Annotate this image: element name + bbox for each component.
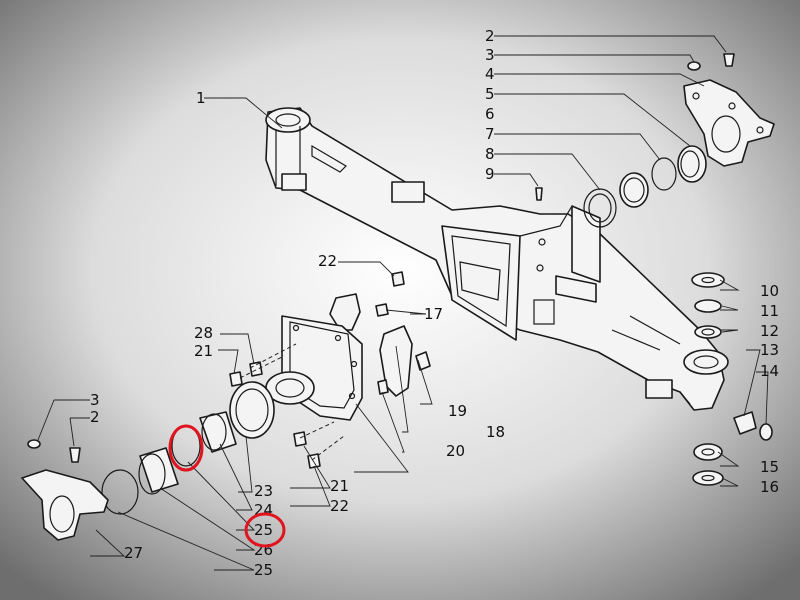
- callout-10: 10: [760, 282, 779, 300]
- right-side-parts: [691, 272, 773, 486]
- callout-8: 8: [485, 145, 495, 163]
- washer-3: [687, 61, 701, 71]
- seal-15: [693, 443, 723, 461]
- highlight-circle-label: [244, 512, 286, 548]
- callout-25: 25: [254, 521, 273, 539]
- callout-2: 2: [485, 27, 495, 45]
- seal-8: [583, 188, 617, 228]
- seal-14: [759, 423, 773, 441]
- callout-16: 16: [760, 478, 779, 496]
- bearing-24: [199, 411, 237, 453]
- callout-28: 28: [194, 324, 213, 342]
- plug-9: [535, 187, 543, 201]
- bushing-5: [677, 145, 707, 183]
- callout-21: 21: [194, 342, 213, 360]
- pin-17: [375, 303, 389, 317]
- bracket-4: [683, 79, 775, 167]
- washer-28: [249, 361, 263, 377]
- shim-11: [694, 299, 722, 313]
- callout-13: 13: [760, 341, 779, 359]
- bolt-2: [723, 53, 735, 67]
- callout-3-lower: 3: [90, 391, 100, 409]
- upper-right-parts: [535, 53, 775, 228]
- callout-21-lower: 21: [330, 477, 349, 495]
- washer-22: [293, 431, 307, 447]
- highlight-marks: [168, 424, 286, 548]
- callout-4: 4: [485, 65, 495, 83]
- bolt-2-lower: [69, 447, 81, 463]
- callout-20: 20: [446, 442, 465, 460]
- oring-27: [101, 469, 139, 515]
- axle-housing: [265, 107, 729, 411]
- bolt-21: [229, 371, 243, 387]
- callout-19: 19: [448, 402, 467, 420]
- callout-22-lower: 22: [330, 497, 349, 515]
- callout-22: 22: [318, 252, 337, 270]
- bushing-26: [139, 447, 179, 493]
- bracket-lower: [21, 469, 109, 541]
- highlight-circle-part: [168, 424, 204, 472]
- lower-left-parts: [21, 381, 275, 541]
- callout-11: 11: [760, 302, 779, 320]
- clamp-upper: [329, 293, 361, 331]
- callout-17: 17: [424, 305, 443, 323]
- washer-3-lower: [27, 439, 41, 449]
- oring-6: [651, 157, 677, 191]
- callout-25-bottom: 25: [254, 561, 273, 579]
- nut-20: [377, 379, 389, 395]
- seal-23: [229, 381, 275, 439]
- callout-12: 12: [760, 322, 779, 340]
- leader-lines: [37, 35, 769, 571]
- callout-6: 6: [485, 105, 495, 123]
- washer-16: [692, 470, 724, 486]
- bushing-12: [694, 325, 722, 339]
- callout-5: 5: [485, 85, 495, 103]
- callout-labels: 1 2 3 4 5 6 7 8 9 10 11 12 13 14 15 16 1…: [90, 27, 779, 579]
- callout-3: 3: [485, 46, 495, 64]
- callout-14: 14: [760, 362, 779, 380]
- callout-1: 1: [196, 89, 206, 107]
- callout-15: 15: [760, 458, 779, 476]
- bolt-22-upper: [391, 271, 405, 287]
- callout-23: 23: [254, 482, 273, 500]
- callout-27: 27: [124, 544, 143, 562]
- callout-2-lower: 2: [90, 408, 100, 426]
- callout-18: 18: [486, 423, 505, 441]
- washer-10: [691, 272, 725, 288]
- callout-7: 7: [485, 125, 495, 143]
- callout-9: 9: [485, 165, 495, 183]
- bushing-13: [733, 411, 757, 435]
